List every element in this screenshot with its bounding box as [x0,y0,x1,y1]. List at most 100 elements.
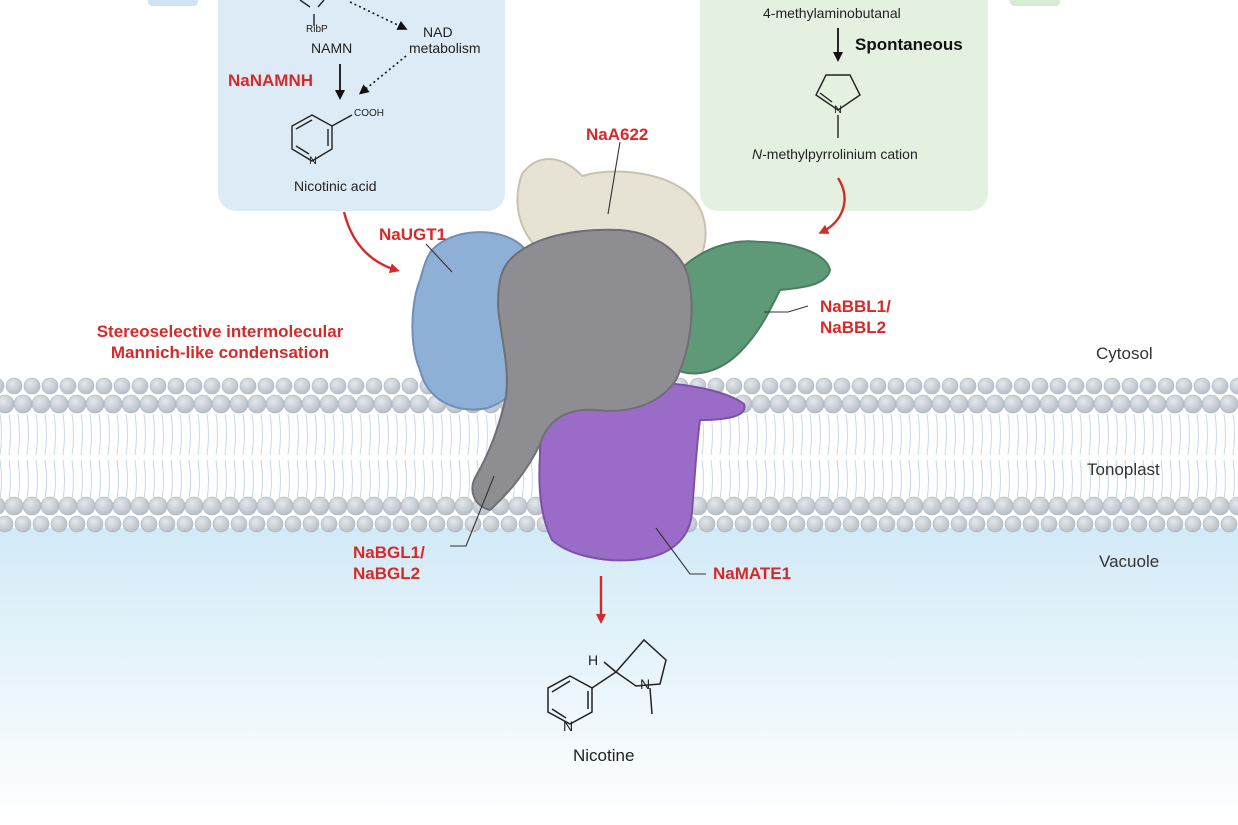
lipid-head [1120,496,1140,516]
lipid-tail [998,459,1001,501]
lipid-head [869,377,887,395]
lipid-head [283,394,303,414]
lipid-tail [1232,413,1235,456]
lipid-tail [1178,413,1181,456]
lipid-head [1174,496,1194,516]
lipid-tail [1151,413,1154,456]
lipid-head [221,377,239,395]
pyrrolinium-label-italic: N [752,146,763,162]
lipid-tail [1007,413,1010,456]
lipid-head [1229,377,1238,395]
lipid-tail [287,459,290,501]
lipid-tail [1070,413,1073,456]
lipid-tail [395,459,398,501]
lipid-head [959,377,977,395]
lipid-head [814,496,834,516]
lipid-head [338,515,356,533]
lipid-tail [458,459,461,501]
lipid-tail [17,459,20,501]
lipid-head [301,394,321,414]
lipid-head [248,515,266,533]
lipid-head [1211,377,1229,395]
lipid-tail [800,413,803,456]
lipid-head [868,496,888,516]
lipid-head [356,515,374,533]
lipid-tail [728,459,731,501]
lipid-tail [17,413,20,456]
lipid-head [734,515,752,533]
lipid-tail [1088,413,1091,456]
nicotinic-acid-structure [291,114,353,162]
lipid-tail [1016,413,1019,456]
lipid-head [985,394,1005,414]
lipid-tail [206,459,209,501]
lipid-head [995,377,1013,395]
lipid-head [1058,515,1076,533]
lipid-head [1013,377,1031,395]
lipid-head [103,394,123,414]
vacuole-label: Vacuole [1099,552,1160,571]
lipid-tail [467,413,470,456]
lipid-head [1166,515,1184,533]
lipid-head [716,515,734,533]
lipid-tail [386,459,389,501]
lipid-head [320,515,338,533]
lipid-head [877,394,897,414]
lipid-tail [251,459,254,501]
lipid-tail [935,459,938,501]
lipid-head [1148,515,1166,533]
lipid-tail [305,413,308,456]
lipid-tail [791,459,794,501]
enzyme-naugt1: NaUGT1 [379,225,447,244]
lipid-tail [962,413,965,456]
lipid-head [139,394,159,414]
nicotine-pyridine-n-label: N [563,718,574,734]
lipid-head [832,496,852,516]
lipid-tail [1133,413,1136,456]
lipid-head [211,394,231,414]
lipid-head [1121,377,1139,395]
lipid-head [725,377,743,395]
lipid-head [896,515,914,533]
lipid-head [392,515,410,533]
lipid-head [1138,496,1158,516]
lipid-head [275,377,293,395]
lipid-tail [440,459,443,501]
lipid-tail [701,459,704,501]
lipid-tail [233,413,236,456]
lipid-head [229,394,249,414]
lipid-tail [1133,459,1136,501]
lipid-tail [773,413,776,456]
lipid-head [1210,496,1230,516]
lipid-tail [953,413,956,456]
lipid-head [508,496,528,516]
lipid-head [40,496,60,516]
lipid-tail [1034,459,1037,501]
lipid-tail [1223,413,1226,456]
lipid-tail [728,413,731,456]
lipid-tail [890,413,893,456]
lipid-head [932,515,950,533]
lipid-head [266,515,284,533]
lipid-head [194,515,212,533]
lipid-head [1040,515,1058,533]
lipid-head [824,515,842,533]
lipid-tail [1097,413,1100,456]
lipid-tail [341,413,344,456]
lipid-tail [170,413,173,456]
lipid-head [940,496,960,516]
lipid-tail [179,413,182,456]
lipid-head [68,515,86,533]
pyrrolinium-n-label: N [834,104,842,116]
lipid-head [176,515,194,533]
lipid-head [284,515,302,533]
lipid-tail [179,459,182,501]
lipid-head [994,496,1014,516]
lipid-head [1193,377,1211,395]
lipid-head [1057,394,1077,414]
lipid-head [400,496,420,516]
lipid-tail [278,413,281,456]
lipid-head [409,394,429,414]
lipid-tail [1043,413,1046,456]
lipid-head [1030,496,1050,516]
